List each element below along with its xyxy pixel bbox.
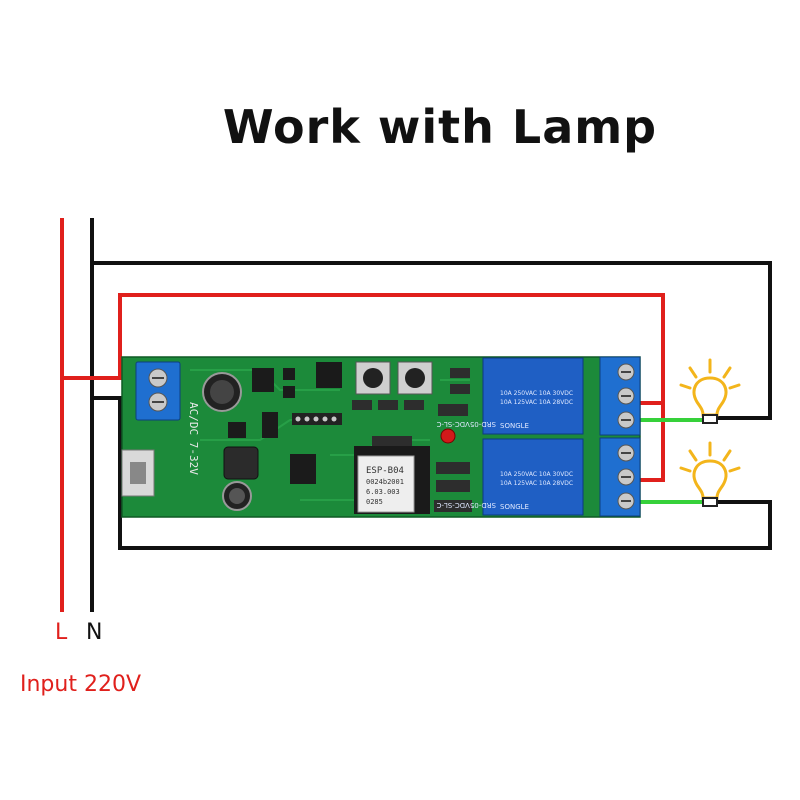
lamp-bottom-icon	[679, 441, 741, 507]
relay-top-model: SRD-05VDC-SL-C	[437, 420, 496, 428]
module-line-2: 0024b2001	[366, 478, 404, 486]
relay-top-brand: SONGLE	[500, 422, 529, 430]
relay-bottom: SRD-05VDC-SL-C 10A 250VAC 10A 30VDC 10A …	[437, 438, 584, 516]
neutral-label: N	[86, 620, 103, 645]
relay-board: ESP-B04 0024b2001 6.03.003 0285 AC/DC 7-…	[121, 356, 641, 518]
relay-bottom-model: SRD-05VDC-SL-C	[437, 501, 496, 509]
relay-top-rating-1: 10A 250VAC 10A 30VDC	[500, 390, 573, 397]
live-label: L	[55, 620, 68, 645]
output-terminal-bottom	[599, 437, 641, 517]
status-led	[440, 428, 456, 444]
relay-bottom-brand: SONGLE	[500, 503, 529, 511]
power-marking: AC/DC 7-32V	[187, 402, 200, 475]
smd-components	[352, 368, 472, 512]
relay-bottom-rating-2: 10A 125VAC 10A 28VDC	[500, 480, 573, 487]
input-terminal-block	[135, 361, 181, 421]
micro-usb-port	[121, 449, 155, 497]
crystal	[316, 362, 342, 388]
chips	[228, 368, 316, 484]
module-line-4: 0285	[366, 498, 383, 506]
electrolytic-capacitor	[202, 372, 252, 511]
page-title: Work with Lamp	[222, 100, 658, 154]
output-terminal-top	[599, 356, 641, 436]
load-wiring	[640, 418, 705, 504]
neutral-wiring	[90, 218, 772, 612]
push-buttons	[355, 361, 433, 395]
relay-bottom-rating-1: 10A 250VAC 10A 30VDC	[500, 471, 573, 478]
wifi-module: ESP-B04 0024b2001 6.03.003 0285	[354, 446, 430, 514]
inductor	[223, 446, 259, 480]
module-line-1: ESP-B04	[366, 466, 404, 476]
relay-top-rating-2: 10A 125VAC 10A 28VDC	[500, 399, 573, 406]
relay-top: SRD-05VDC-SL-C 10A 250VAC 10A 30VDC 10A …	[437, 357, 584, 435]
module-line-3: 6.03.003	[366, 488, 400, 496]
header-pins	[292, 413, 342, 425]
lamp-top-icon	[679, 358, 741, 424]
input-voltage-label: Input 220V	[20, 672, 141, 697]
